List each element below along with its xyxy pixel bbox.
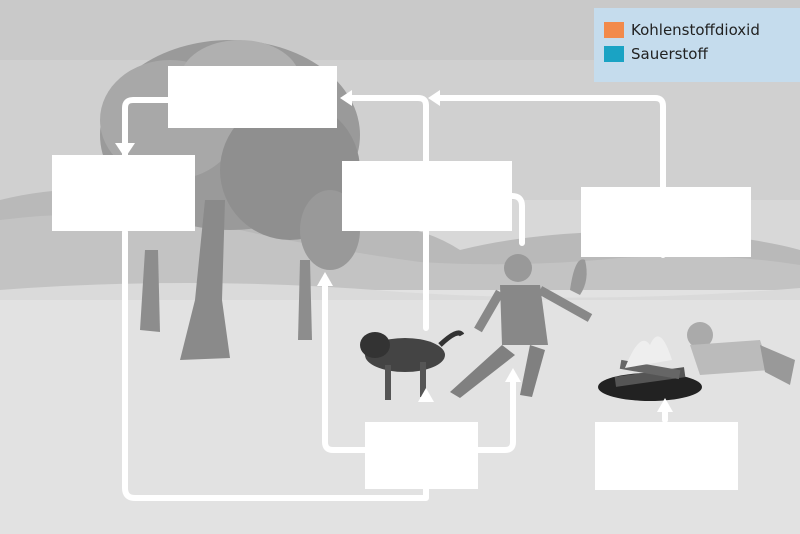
legend-item-co2: Kohlenstoffdioxid [604, 18, 800, 42]
tree-trunk-right [298, 260, 312, 340]
legend-swatch-o2 [604, 46, 624, 62]
legend-label-o2: Sauerstoff [631, 45, 708, 63]
label-box-bottom-right[interactable] [595, 422, 738, 490]
label-box-top-center[interactable] [168, 66, 337, 128]
label-box-bottom-center[interactable] [365, 422, 478, 489]
arrow-center-to-man [512, 196, 522, 243]
legend-item-o2: Sauerstoff [604, 42, 800, 66]
legend-label-co2: Kohlenstoffdioxid [631, 21, 760, 39]
legend: Kohlenstoffdioxid Sauerstoff [594, 8, 800, 82]
label-box-center[interactable] [342, 161, 512, 231]
legend-swatch-co2 [604, 22, 624, 38]
label-box-left[interactable] [52, 155, 195, 231]
label-box-right[interactable] [581, 187, 751, 257]
